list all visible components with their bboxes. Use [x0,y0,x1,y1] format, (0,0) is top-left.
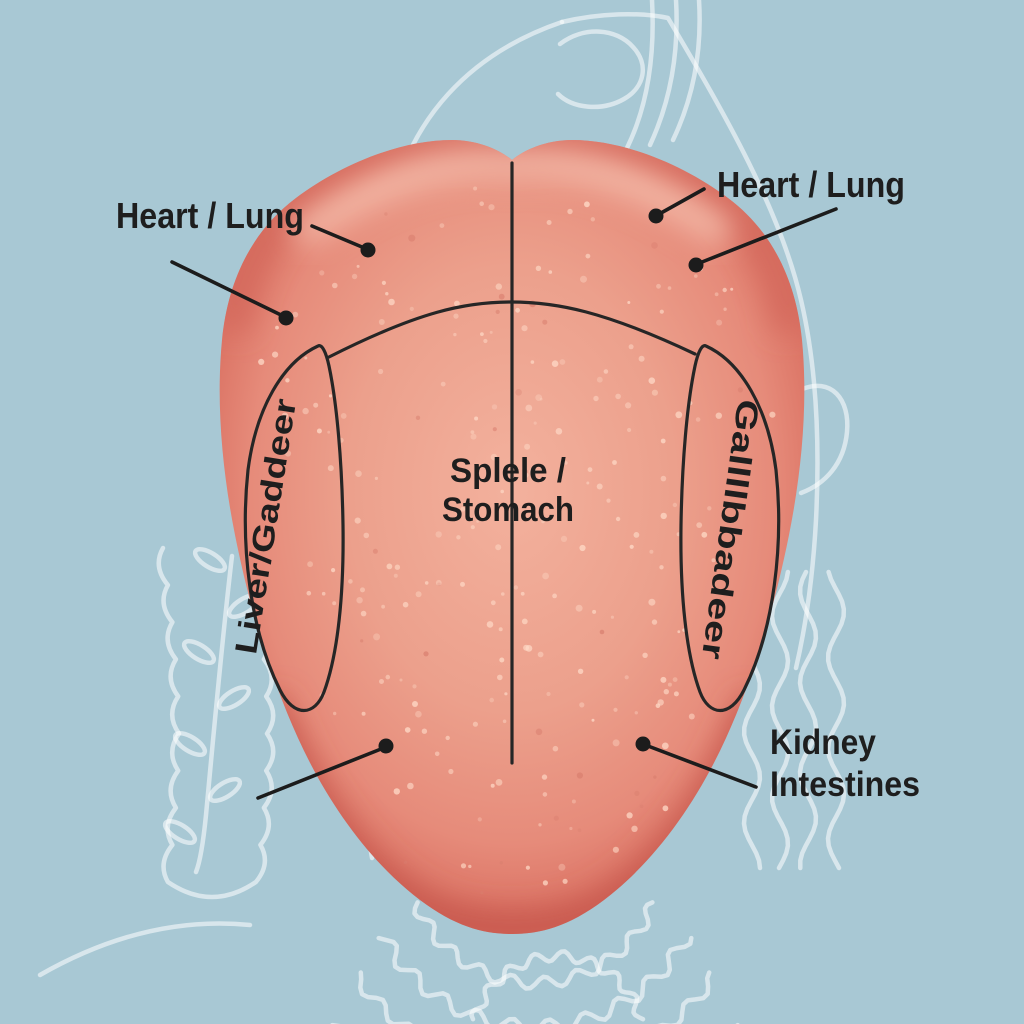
esophagus-line [647,0,679,148]
esophagus-line [624,0,655,151]
stomach-outline-right [559,12,820,671]
pointer-dot [278,310,294,326]
pointer-dot [648,208,664,224]
pointer-heart-lung-left-1 [310,224,364,249]
heart-lung-boundary [327,300,697,359]
pointer-dot [360,242,376,258]
label-heart-lung-right: Heart / Lung [717,164,905,205]
label-kidney-line2: Intestines [770,765,920,804]
pointer-heart-lung-right-2 [700,207,838,264]
label-spleen-stomach-line1: Splele / [450,452,567,490]
pointer-kidney-intestines [646,744,758,789]
pointer-heart-lung-left-2 [170,260,283,317]
tongue-papillae-speckles [258,186,776,895]
label-heart-lung-left: Heart / Lung [116,195,304,236]
pointer-dots [278,208,704,754]
organ-curl [555,29,645,110]
label-spleen-stomach-line2: Stomach [442,491,574,529]
zone-lines [243,161,781,765]
pointer-bottom-left [256,747,383,800]
pointer-dot [688,257,704,273]
pointer-dot [635,736,651,752]
colon-inner-vine [193,553,235,875]
pointer-dot [378,738,394,754]
liver-zone-outline [243,344,345,712]
pointers [170,187,838,800]
pointer-heart-lung-right-1 [659,187,706,215]
duodenum-loop [797,383,850,496]
esophagus-line [670,0,702,143]
pelvis-arc [37,921,253,978]
label-kidney-line1: Kidney [770,723,876,762]
gallbladder-zone-outline [679,344,781,712]
